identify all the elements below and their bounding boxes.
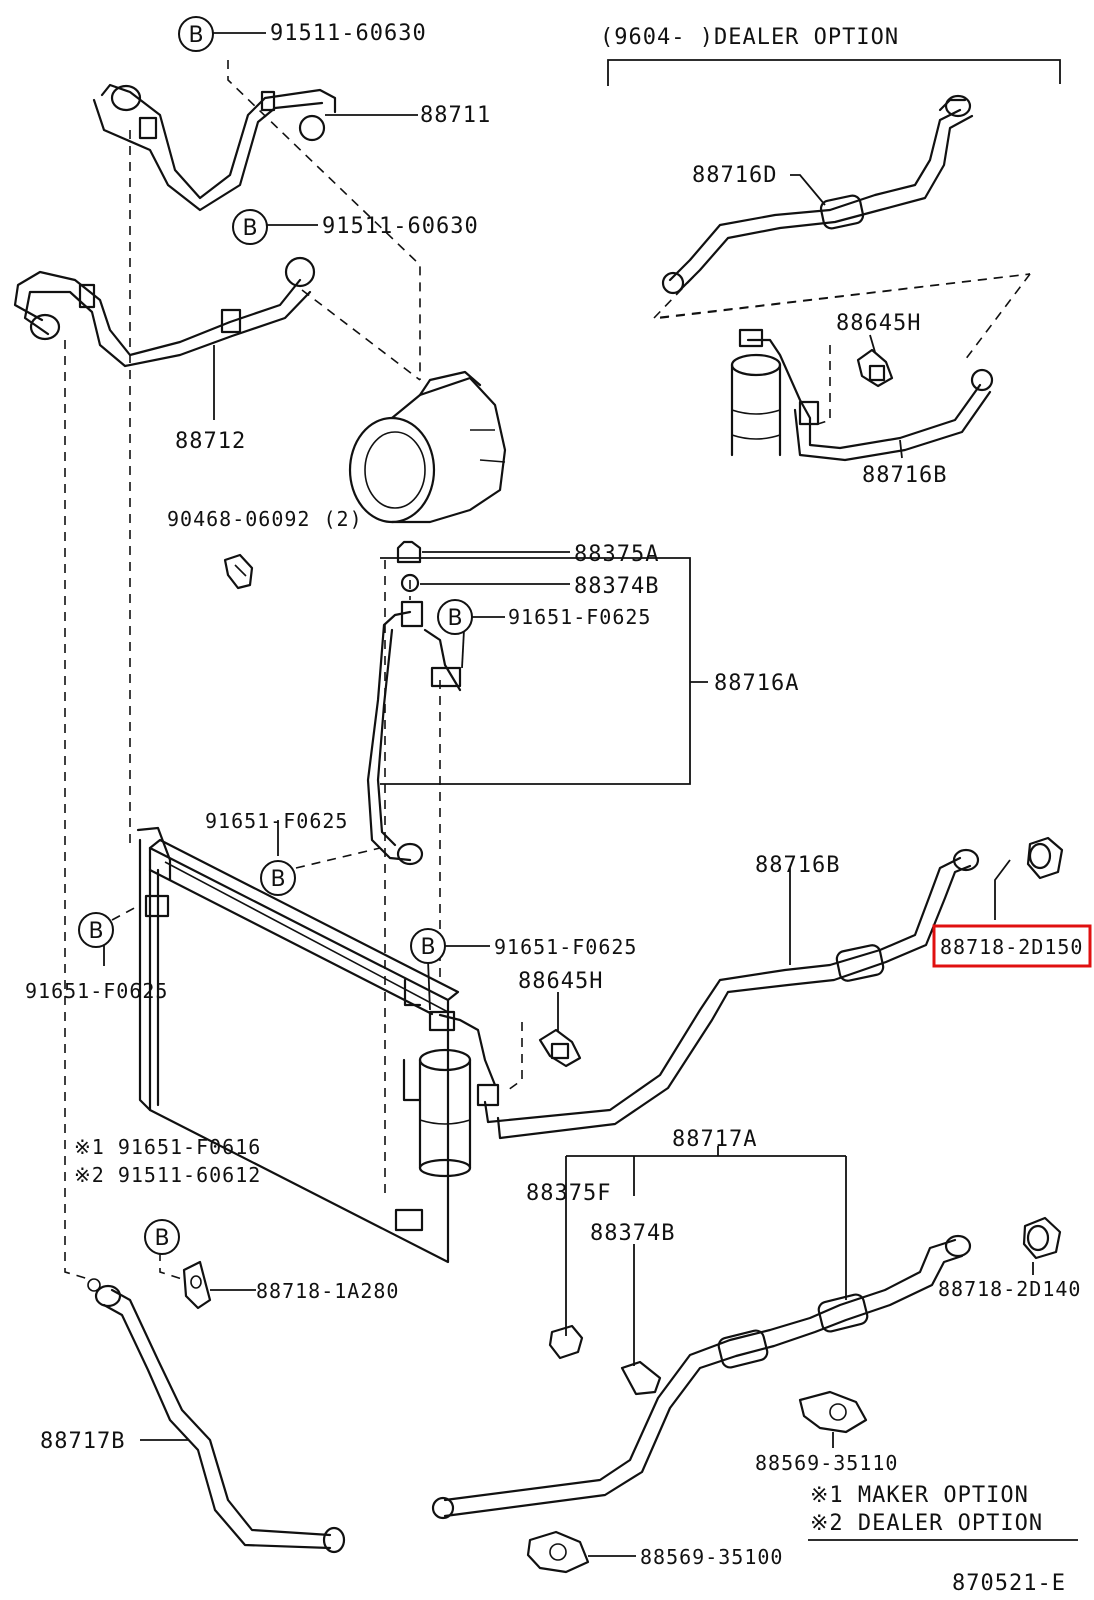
cushion-88718-2D140: [1022, 1216, 1062, 1260]
label-88645H: 88645H: [518, 969, 603, 994]
label-88711: 88711: [420, 103, 491, 128]
bolt-symbol-7: B: [144, 1219, 180, 1255]
hose-88716D: [661, 94, 974, 295]
pipe-88717A: [431, 1234, 972, 1520]
label-88645H-option: 88645H: [836, 311, 921, 336]
label-88718-2D150: 88718-2D150: [940, 935, 1083, 959]
clamp-88718-1A280: [182, 1260, 212, 1310]
label-90468-06092: 90468-06092 (2): [167, 507, 363, 531]
nut-88375F: [548, 1324, 584, 1360]
bolt-symbol-3: B: [437, 599, 473, 635]
legend-maker-option: ※1 MAKER OPTION: [810, 1483, 1029, 1508]
label-91651-F0625-d: 91651-F0625: [25, 979, 168, 1003]
label-88716D: 88716D: [692, 163, 777, 188]
pipe-88716A: [366, 600, 462, 866]
clamp-88569-35100: [526, 1530, 590, 1574]
bolt-letter: B: [270, 867, 285, 892]
clip-90468: [223, 553, 254, 590]
note-maker-part: ※1 91651-F0616: [74, 1135, 261, 1159]
label-88718-2D140: 88718-2D140: [938, 1277, 1081, 1301]
label-91651-F0625-a: 91651-F0625: [508, 605, 651, 629]
label-88718-1A280: 88718-1A280: [256, 1279, 399, 1303]
bolt-letter: B: [420, 935, 435, 960]
bolt-letter: B: [88, 919, 103, 944]
label-88569-35100: 88569-35100: [640, 1545, 783, 1569]
highlight-box: [932, 924, 1092, 968]
label-88716A: 88716A: [714, 671, 799, 696]
cushion-88718-2D150: [1026, 836, 1064, 880]
bolt-symbol-4: B: [260, 860, 296, 896]
label-88374B: 88374B: [590, 1221, 675, 1246]
label-91651-F0625-c: 91651-F0625: [494, 935, 637, 959]
bolt-letter: B: [154, 1226, 169, 1251]
pressure-switch-88645H: [507, 1022, 582, 1091]
pipe-88717B: [87, 1278, 346, 1554]
compressor: [348, 370, 507, 524]
bolt-symbol-2: B: [232, 209, 268, 245]
figure-id: 870521-E: [952, 1571, 1066, 1596]
nut-88375A: [396, 540, 422, 564]
condenser: [136, 826, 460, 1264]
pressure-switch-opt: [856, 348, 894, 388]
oring-88374B-top: [400, 573, 420, 593]
receiver-condenser: [402, 978, 500, 1178]
pipe-88716B: [483, 848, 980, 1140]
label-91651-F0625-b: 91651-F0625: [205, 809, 348, 833]
label-88569-35110: 88569-35110: [755, 1451, 898, 1475]
bolt-letter: B: [447, 606, 462, 631]
oring-88374B: [620, 1360, 662, 1396]
bolt-symbol-5: B: [78, 912, 114, 948]
label-88717A: 88717A: [672, 1127, 757, 1152]
label-88716B: 88716B: [755, 853, 840, 878]
receiver-dealer: [730, 328, 994, 462]
label-91511-60630-mid: 91511-60630: [322, 214, 479, 239]
bolt-letter: B: [242, 216, 257, 241]
label-88375A: 88375A: [574, 542, 659, 567]
clamp-88569-35110: [798, 1390, 868, 1434]
hose-88711: [92, 83, 337, 212]
highlighted-part-88718-2D150[interactable]: 88718-2D150: [932, 924, 1092, 968]
hose-88712: [13, 256, 316, 368]
note-dealer-part: ※2 91511-60612: [74, 1163, 261, 1187]
label-91511-60630-top: 91511-60630: [270, 21, 427, 46]
dealer-option-header: (9604- )DEALER OPTION: [600, 25, 1061, 86]
dealer-option-label: (9604- )DEALER OPTION: [600, 25, 899, 50]
bolt-symbol-1: B: [178, 16, 214, 52]
label-88717B: 88717B: [40, 1429, 125, 1454]
label-88374B-top: 88374B: [574, 574, 659, 599]
label-88716B-option: 88716B: [862, 463, 947, 488]
bolt-letter: B: [188, 23, 203, 48]
bolt-symbol-6: B: [410, 928, 446, 964]
label-88712: 88712: [175, 429, 246, 454]
label-88375F: 88375F: [526, 1181, 611, 1206]
legend-dealer-option: ※2 DEALER OPTION: [810, 1511, 1043, 1536]
